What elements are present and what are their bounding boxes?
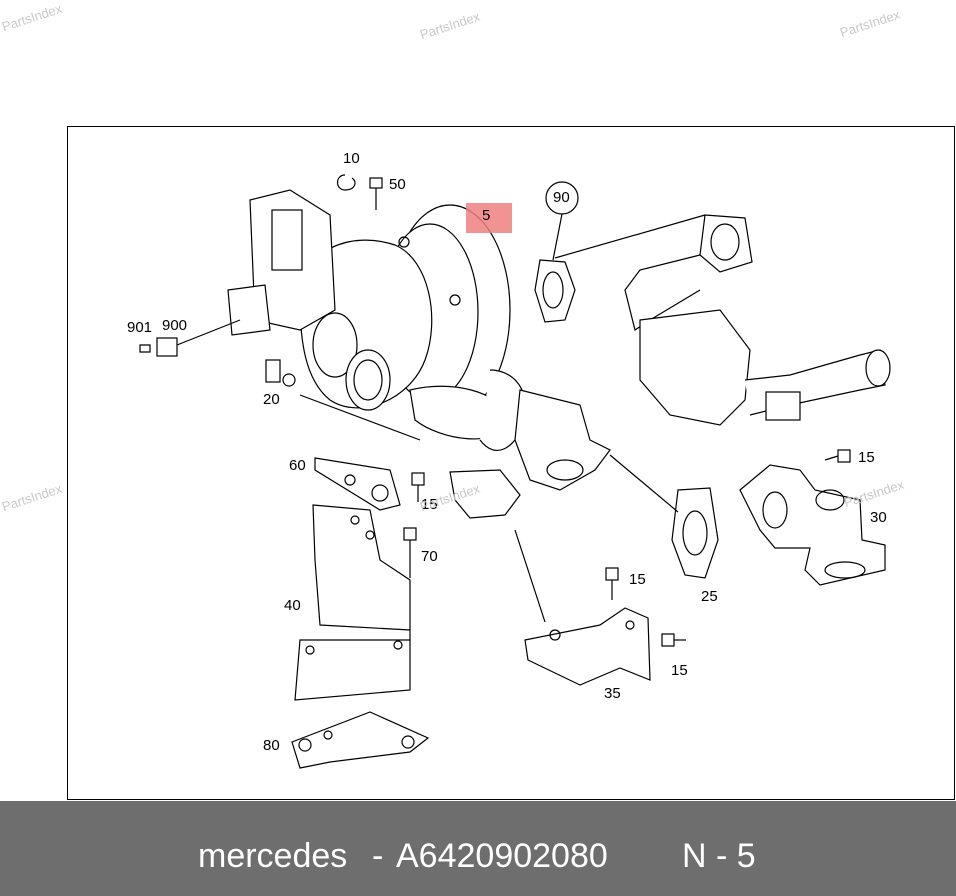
bracket-35-part[interactable] [524, 607, 651, 686]
turbo-bracket-part[interactable] [449, 469, 546, 623]
bolt-15-right-part[interactable] [824, 449, 851, 463]
callout-15-side[interactable]: 15 [671, 662, 688, 679]
elbow-30-part[interactable] [739, 464, 886, 586]
callout-40[interactable]: 40 [284, 597, 301, 614]
callout-50[interactable]: 50 [389, 176, 406, 193]
callout-15-left[interactable]: 15 [421, 496, 438, 513]
diagram-frame [67, 126, 955, 800]
bolt-15-bracket-part[interactable] [605, 567, 619, 600]
footer-separator: - [372, 837, 384, 875]
callout-80[interactable]: 80 [263, 737, 280, 754]
bolt-50-part[interactable] [369, 177, 383, 210]
callout-20[interactable]: 20 [263, 391, 280, 408]
gasket-80-part[interactable] [291, 711, 430, 769]
callout-90[interactable]: 90 [553, 189, 570, 206]
callout-15-bracket[interactable]: 15 [629, 571, 646, 588]
callout-901[interactable]: 901 [127, 319, 153, 336]
footer-bar: mercedes - A6420902080 N - 5 [0, 801, 956, 896]
footer-brand: mercedes [198, 837, 348, 875]
callout-60[interactable]: 60 [289, 457, 306, 474]
bracket-40-part[interactable] [294, 504, 411, 701]
actuator-part[interactable] [227, 189, 336, 336]
outlet-flange-part[interactable] [514, 389, 611, 491]
gasket-25-part[interactable] [609, 454, 719, 579]
callout-15-right[interactable]: 15 [858, 449, 875, 466]
callout-35[interactable]: 35 [604, 685, 621, 702]
bolt-15-left-part[interactable] [411, 472, 425, 502]
footer-position: N - 5 [682, 837, 756, 875]
connector-900-part[interactable] [139, 319, 241, 357]
callout-900[interactable]: 900 [162, 317, 188, 334]
footer-part-number: A6420902080 [396, 837, 608, 875]
callout-70[interactable]: 70 [421, 548, 438, 565]
exhaust-pipe-part[interactable] [554, 214, 891, 426]
highlight-box [466, 203, 512, 233]
bolt-15-side-part[interactable] [661, 633, 686, 647]
sensor-20-part[interactable] [265, 359, 421, 441]
turbocharger-part[interactable] [299, 204, 527, 451]
gasket-90-part[interactable] [534, 181, 579, 323]
callout-5[interactable]: 5 [482, 207, 491, 224]
clip-10-part[interactable] [336, 174, 356, 191]
callout-10[interactable]: 10 [343, 150, 360, 167]
turbocharger-diagram [139, 174, 891, 769]
callout-25[interactable]: 25 [701, 588, 718, 605]
gasket-60-part[interactable] [314, 457, 401, 511]
bolt-70-part[interactable] [403, 527, 417, 578]
callout-30[interactable]: 30 [870, 509, 887, 526]
